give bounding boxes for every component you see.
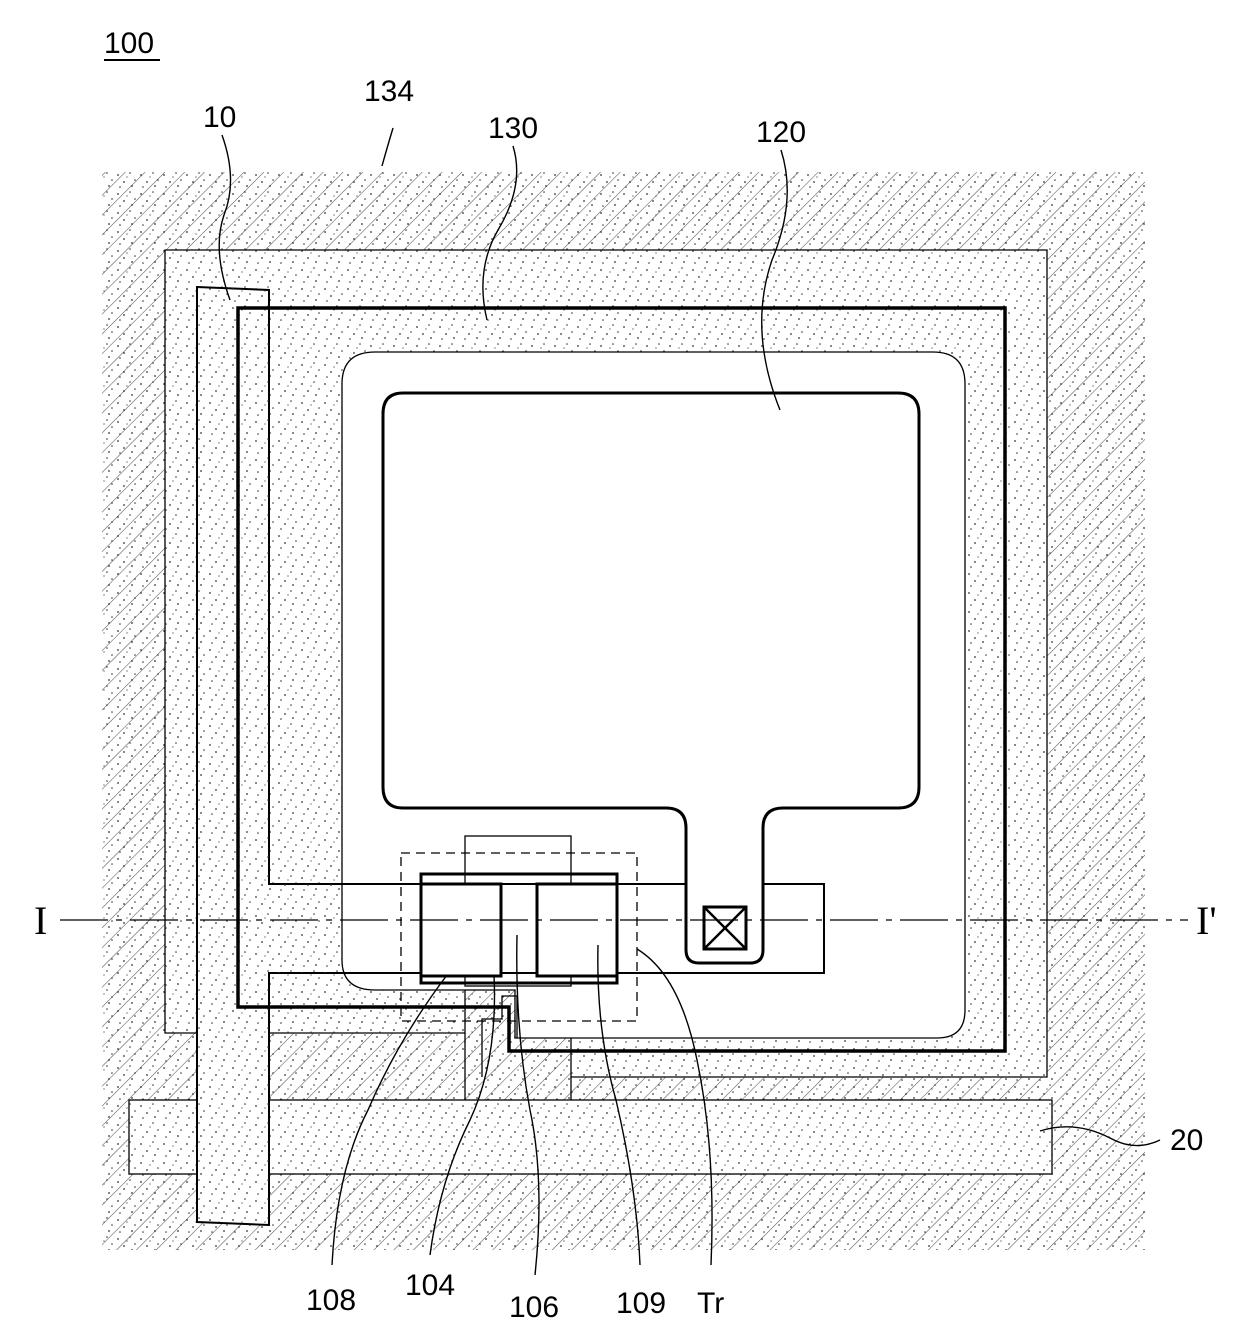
label-Tr: Tr	[697, 1287, 724, 1320]
leader-134	[382, 128, 393, 166]
section-label-left: I	[34, 898, 47, 943]
label-108: 108	[306, 1284, 356, 1317]
label-134: 134	[364, 75, 414, 108]
section-label-right: I'	[1196, 898, 1217, 943]
label-106: 106	[509, 1291, 559, 1324]
drain-electrode-109	[537, 884, 617, 976]
contact-hole-icon	[704, 907, 746, 949]
label-109: 109	[616, 1287, 666, 1320]
label-10: 10	[203, 101, 236, 134]
figure-label: 100	[104, 27, 154, 60]
label-104: 104	[405, 1269, 455, 1302]
source-electrode-108	[421, 884, 501, 976]
label-130: 130	[488, 112, 538, 145]
label-20: 20	[1170, 1124, 1203, 1157]
label-120: 120	[756, 116, 806, 149]
